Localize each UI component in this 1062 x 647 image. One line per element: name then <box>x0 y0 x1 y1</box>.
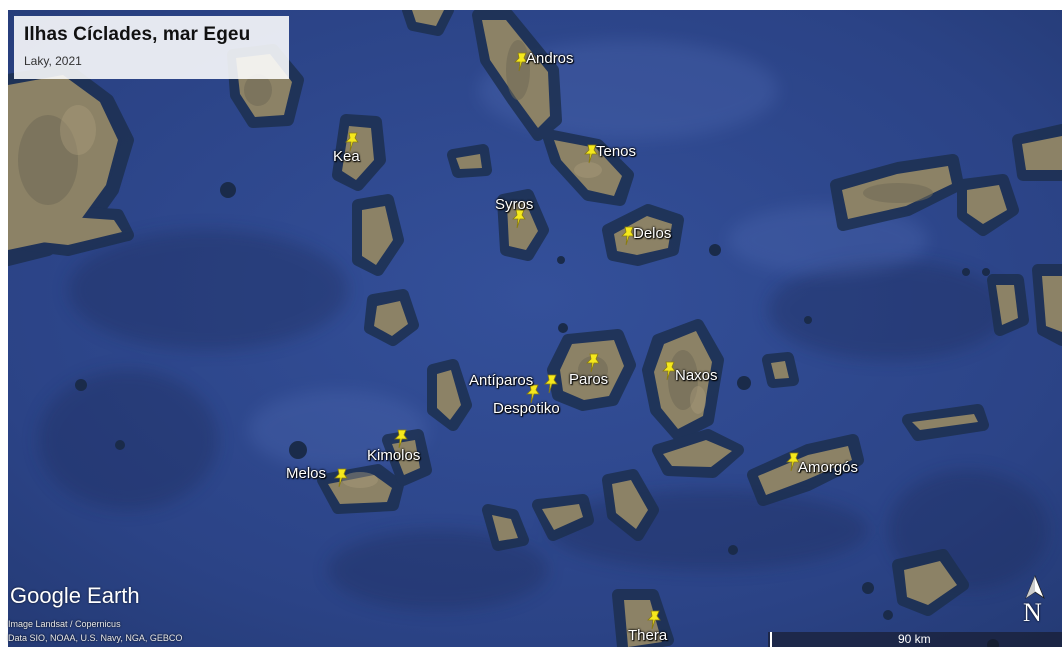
google-earth-logo: Google Earth <box>10 583 140 608</box>
data-credit: Data SIO, NOAA, U.S. Navy, NGA, GEBCO <box>8 633 183 643</box>
island-label-kea[interactable]: Kea <box>333 148 360 165</box>
pushpin-icon[interactable] <box>583 144 599 164</box>
island-label-antiparos[interactable]: Antíparos <box>469 372 534 389</box>
satellite-map[interactable]: Ilhas Cíclades, mar Egeu Laky, 2021 Andr… <box>8 10 1062 647</box>
pushpin-icon[interactable] <box>620 226 636 246</box>
island-label-thera[interactable]: Thera <box>628 627 668 644</box>
compass-arrow <box>1025 574 1045 600</box>
pushpin-icon[interactable] <box>393 429 409 449</box>
pushpin-icon[interactable] <box>646 610 662 630</box>
scale-label: 90 km <box>898 632 931 646</box>
pushpin-icon[interactable] <box>333 468 349 488</box>
island-label-syros[interactable]: Syros <box>495 196 534 213</box>
title-card: Ilhas Cíclades, mar Egeu Laky, 2021 <box>14 16 289 79</box>
island-label-amorgos[interactable]: Amorgós <box>798 459 859 476</box>
pushpin-icon[interactable] <box>513 52 529 72</box>
image-credit: Image Landsat / Copernicus <box>8 619 121 629</box>
map-subtitle: Laky, 2021 <box>24 54 82 68</box>
compass-label: N <box>1023 598 1042 627</box>
island-label-naxos[interactable]: Naxos <box>675 367 718 384</box>
north-arrow-icon[interactable]: N <box>1018 574 1052 630</box>
island-label-melos[interactable]: Melos <box>286 465 327 482</box>
island-label-andros[interactable]: Andros <box>526 50 574 67</box>
pushpin-icon[interactable] <box>661 361 677 381</box>
island-label-kimolos[interactable]: Kimolos <box>367 447 421 464</box>
map-title: Ilhas Cíclades, mar Egeu <box>24 24 251 45</box>
island-label-paros[interactable]: Paros <box>569 371 609 388</box>
pushpin-icon[interactable] <box>525 384 541 404</box>
island-label-tenos[interactable]: Tenos <box>596 143 637 160</box>
pushpin-icon[interactable] <box>585 353 601 373</box>
map-imagery <box>8 10 1062 647</box>
pushpin-icon[interactable] <box>511 209 527 229</box>
scale-bar: 90 km <box>768 632 1062 647</box>
scale-tick <box>770 632 772 647</box>
pushpin-icon[interactable] <box>344 132 360 152</box>
pushpin-icon[interactable] <box>785 452 801 472</box>
island-label-delos[interactable]: Delos <box>633 225 672 242</box>
island-label-despotiko[interactable]: Despotiko <box>493 400 560 417</box>
pushpin-icon[interactable] <box>543 374 559 394</box>
